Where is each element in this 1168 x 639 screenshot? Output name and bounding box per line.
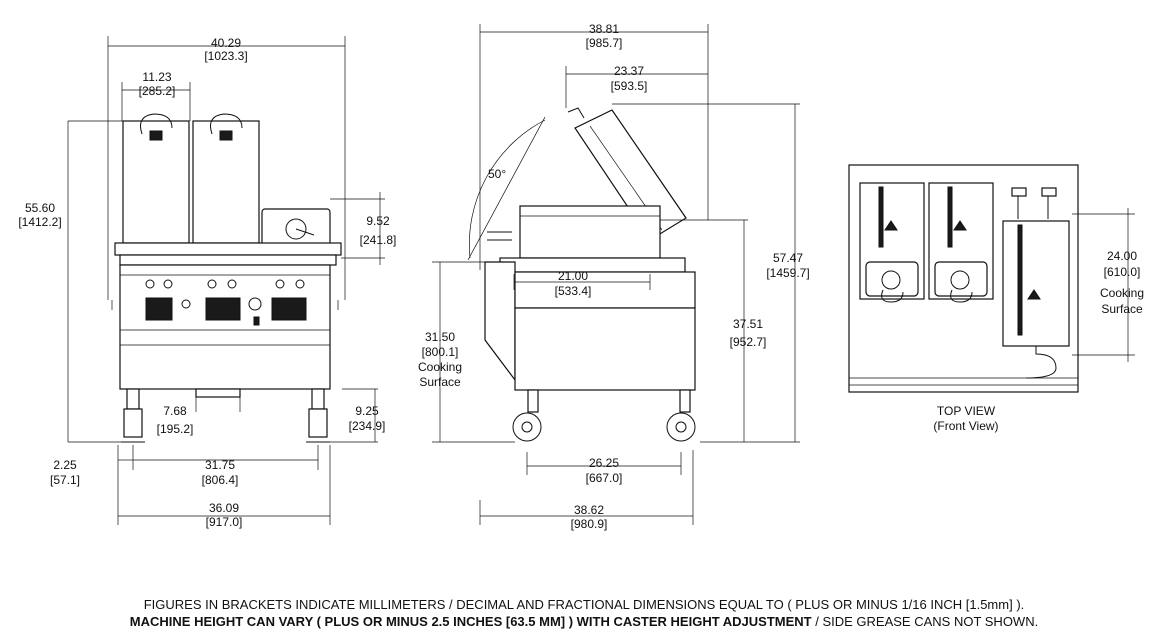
dim-control-box-mm: [241.8] xyxy=(360,233,397,247)
dim-hood-width-in: 11.23 xyxy=(142,70,171,84)
front-cabinet xyxy=(119,264,331,390)
dim-drawer-width-mm: [195.2] xyxy=(157,422,194,436)
side-upper-body xyxy=(519,205,661,259)
front-view: 40.29 [1023.3] 11.23 [285.2] 55.60 [1412… xyxy=(18,36,396,529)
front-apron xyxy=(119,254,337,266)
dim-control-box-in: 9.52 xyxy=(366,214,390,228)
side-caster-left xyxy=(512,412,542,442)
right-latch xyxy=(219,130,233,141)
dim-top-depth-label1: Cooking xyxy=(1100,286,1144,300)
dim-angle: 50° xyxy=(488,167,506,181)
dim-closed-height-mm: [952.7] xyxy=(730,335,767,349)
dim-hood-width-mm: [285.2] xyxy=(139,84,176,98)
top-view: 24.00 [610.0] Cooking Surface TOP VIEW (… xyxy=(848,164,1144,433)
dim-top-depth-in: 24.00 xyxy=(1107,249,1137,263)
display-right xyxy=(271,297,307,321)
right-hood-handle xyxy=(210,113,243,135)
dim-cooking-height-label1: Cooking xyxy=(418,360,462,374)
dim-overall-width-mm: [1023.3] xyxy=(204,49,247,63)
dim-caster-offset-in: 2.25 xyxy=(53,458,77,472)
dim-caster-spacing-in: 31.75 xyxy=(205,458,235,472)
note-height-bold: MACHINE HEIGHT CAN VARY ( PLUS OR MINUS … xyxy=(129,614,812,629)
top-view-caption: TOP VIEW xyxy=(937,404,996,418)
dim-base-width-in: 36.09 xyxy=(209,501,239,515)
dim-cooking-height-label2: Surface xyxy=(419,375,461,389)
dim-open-height-in: 57.47 xyxy=(773,251,803,265)
dim-caster-spacing-mm: [806.4] xyxy=(202,473,239,487)
dim-top-depth-label2: Surface xyxy=(1101,302,1143,316)
left-hood xyxy=(122,120,190,244)
side-caster-right xyxy=(666,412,696,442)
dim-base-width-mm: [917.0] xyxy=(206,515,243,529)
dim-closed-height-in: 37.51 xyxy=(733,317,763,331)
dimension-drawing: 40.29 [1023.3] 11.23 [285.2] 55.60 [1412… xyxy=(18,22,1144,531)
dim-leg-height-mm: [234.9] xyxy=(349,419,386,433)
right-caster xyxy=(308,408,328,438)
dim-cooking-height-in: 31.50 xyxy=(425,330,455,344)
control-knob xyxy=(285,218,307,240)
dim-leg-height-in: 9.25 xyxy=(355,404,379,418)
dim-overall-depth-mm: [980.9] xyxy=(571,517,608,531)
left-hood-handle xyxy=(140,113,173,135)
note-height-normal: / SIDE GREASE CANS NOT SHOWN. xyxy=(811,614,1039,629)
dim-open-depth-in: 38.81 xyxy=(589,22,619,36)
grease-drawer xyxy=(195,388,241,398)
note-height: MACHINE HEIGHT CAN VARY ( PLUS OR MINUS … xyxy=(0,614,1168,629)
side-cabinet xyxy=(514,307,696,391)
right-hood xyxy=(192,120,260,244)
left-caster xyxy=(123,408,143,438)
dim-side-caster-mm: [667.0] xyxy=(586,471,623,485)
dim-overall-height-mm: [1412.2] xyxy=(18,215,61,229)
left-latch xyxy=(149,130,163,141)
display-center xyxy=(205,297,241,321)
dim-open-height-mm: [1459.7] xyxy=(766,266,809,280)
side-cabinet-top xyxy=(514,271,696,309)
dim-hood-depth-mm: [593.5] xyxy=(611,79,648,93)
dim-overall-width-in: 40.29 xyxy=(211,36,241,50)
dim-drawer-width-in: 7.68 xyxy=(163,404,187,418)
dim-platen-depth-in: 21.00 xyxy=(558,269,588,283)
dim-overall-height-in: 55.60 xyxy=(25,201,55,215)
dim-side-caster-in: 26.25 xyxy=(589,456,619,470)
top-hood-open xyxy=(1002,220,1070,347)
dim-top-depth-mm: [610.0] xyxy=(1104,265,1141,279)
dim-open-depth-mm: [985.7] xyxy=(586,36,623,50)
side-counter xyxy=(499,257,686,273)
note-millimeters: FIGURES IN BRACKETS INDICATE MILLIMETERS… xyxy=(143,597,1025,612)
dim-cooking-height-mm: [800.1] xyxy=(422,345,459,359)
dim-platen-depth-mm: [533.4] xyxy=(555,284,592,298)
side-grease-can xyxy=(484,261,516,382)
dim-overall-depth-in: 38.62 xyxy=(574,503,604,517)
side-view: 50° 38.81 [985.7] 23.37 [593.5] 57.47 [1… xyxy=(418,22,810,531)
dim-hood-depth-in: 23.37 xyxy=(614,64,644,78)
control-handle xyxy=(295,228,315,236)
display-left xyxy=(145,297,173,321)
front-counter xyxy=(114,242,342,256)
dim-caster-offset-mm: [57.1] xyxy=(50,473,80,487)
top-view-subcaption: (Front View) xyxy=(933,419,998,433)
